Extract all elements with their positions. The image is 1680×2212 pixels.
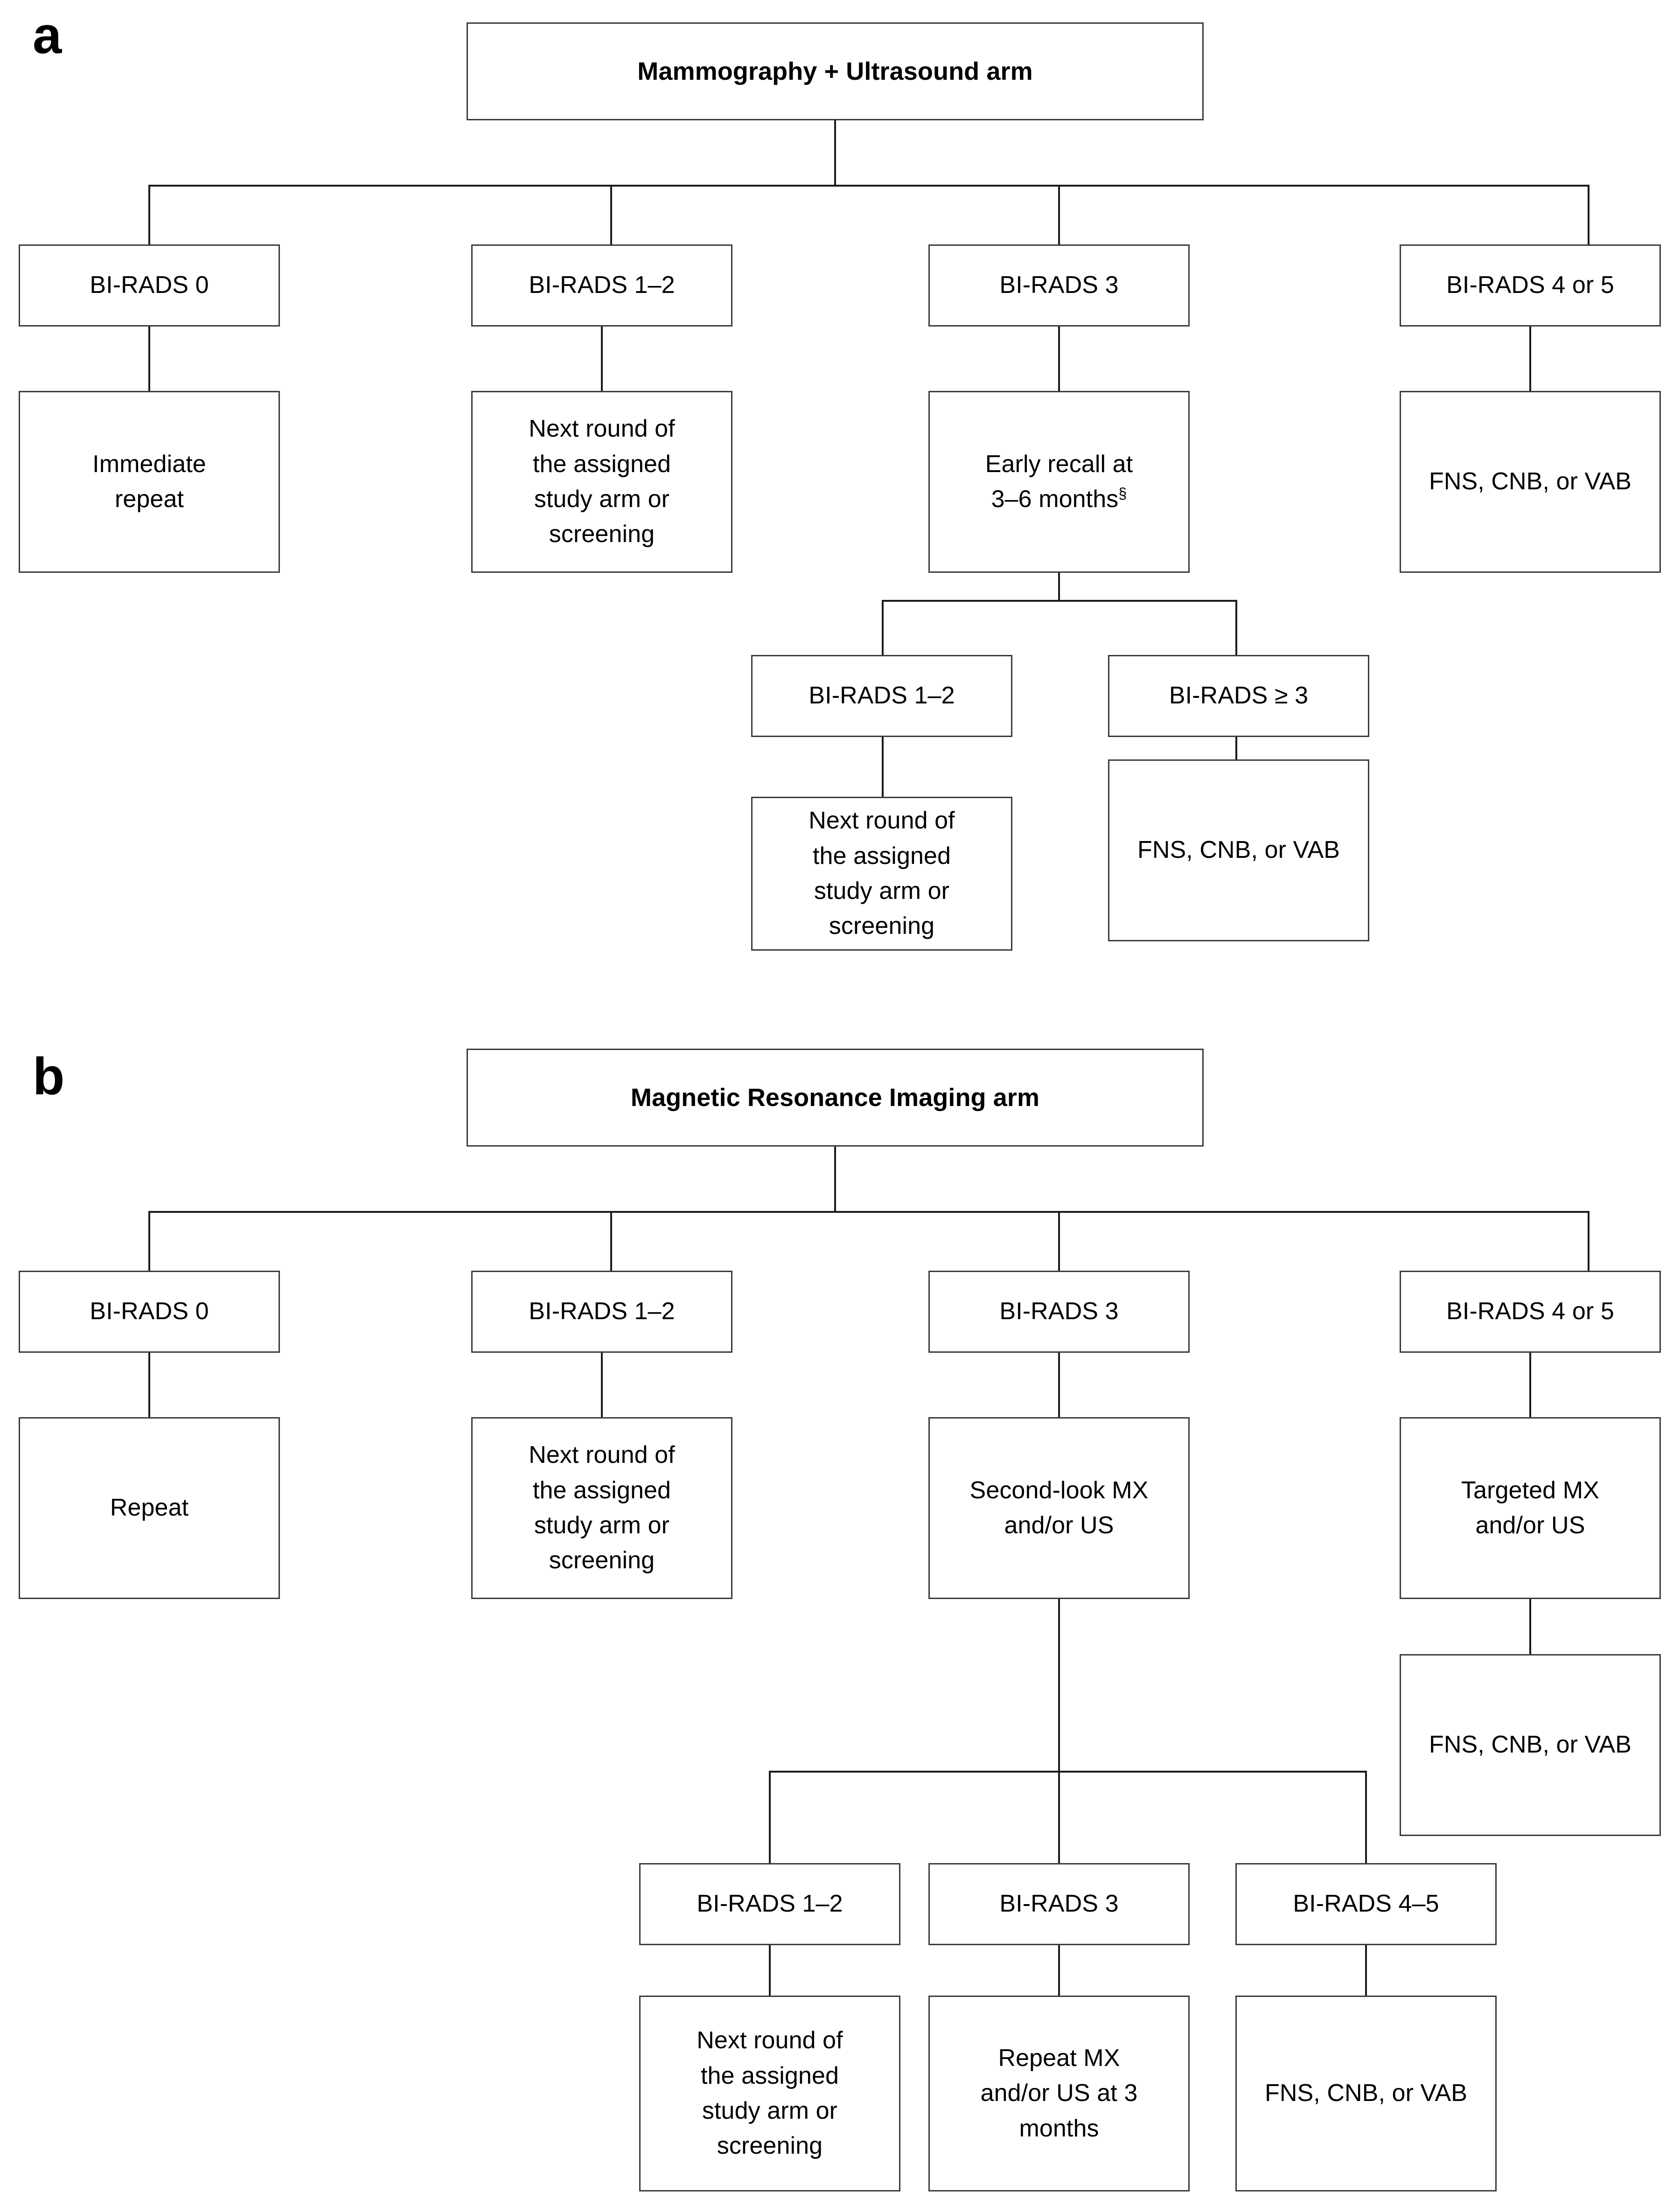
panel-b-node-birads12-action: Next round of the assigned study arm or … xyxy=(471,1417,732,1599)
connector-b-drop-4 xyxy=(1588,1211,1589,1272)
panel-a-recall-birads3plus-action-text: FNS, CNB, or VAB xyxy=(1137,836,1340,864)
connector-b-sl-drop-2 xyxy=(1058,1771,1060,1864)
panel-b-second-look-text: Second-look MX and/or US xyxy=(969,1476,1149,1539)
panel-b-sl-birads45-action-text: FNS, CNB, or VAB xyxy=(1264,2080,1468,2107)
panel-a-node-birads45-action: FNS, CNB, or VAB xyxy=(1400,391,1661,573)
panel-a-node-birads45: BI-RADS 4 or 5 xyxy=(1400,244,1661,327)
panel-b-node-sl-birads45-action: FNS, CNB, or VAB xyxy=(1235,1996,1497,2191)
panel-a-node-early-recall: Early recall at 3–6 months§ xyxy=(928,391,1190,573)
panel-a-title-box: Mammography + Ultrasound arm xyxy=(467,22,1204,120)
connector-a-birads3-action xyxy=(1058,327,1060,392)
connector-b-drop-1 xyxy=(148,1211,150,1272)
connector-b-drop-2 xyxy=(610,1211,612,1272)
connector-a-birads0-action xyxy=(148,327,150,392)
panel-b-birads45-biopsy-text: FNS, CNB, or VAB xyxy=(1429,1731,1632,1759)
connector-a-drop-2 xyxy=(610,185,612,245)
panel-b-node-sl-birads3-action: Repeat MX and/or US at 3 months xyxy=(928,1996,1190,2191)
connector-a-drop-3 xyxy=(1058,185,1060,245)
panel-b-sl-birads3-text: BI-RADS 3 xyxy=(999,1890,1119,1918)
connector-a-recall-bus xyxy=(883,600,1237,602)
panel-b-targeted-text: Targeted MX and/or US xyxy=(1461,1476,1599,1539)
connector-b-sl3-action xyxy=(1058,1945,1060,1996)
panel-b-node-birads45-biopsy: FNS, CNB, or VAB xyxy=(1400,1654,1661,1836)
panel-b-node-sl-birads3: BI-RADS 3 xyxy=(928,1863,1190,1945)
connector-a-birads12-action xyxy=(601,327,603,392)
connector-a-recall-drop-2 xyxy=(1235,600,1237,656)
connector-b-sl45-action xyxy=(1365,1945,1367,1996)
panel-a-birads3-text: BI-RADS 3 xyxy=(999,271,1119,299)
connector-b-secondlook-bus xyxy=(770,1771,1367,1773)
panel-b-sl-birads12-action-text: Next round of the assigned study arm or … xyxy=(697,2027,843,2160)
early-recall-line2: 3–6 months xyxy=(991,486,1119,513)
panel-a-early-recall-text: Early recall at 3–6 months§ xyxy=(978,447,1141,517)
panel-b-node-sl-birads45: BI-RADS 4–5 xyxy=(1235,1863,1497,1945)
panel-b-node-birads0-action: Repeat xyxy=(19,1417,280,1599)
panel-b-birads0-action-text: Repeat xyxy=(110,1494,189,1522)
panel-letter-a: a xyxy=(33,6,62,64)
connector-b-bus xyxy=(149,1211,1589,1213)
panel-a-birads0-action-text: Immediate repeat xyxy=(92,450,206,513)
panel-a-birads0-text: BI-RADS 0 xyxy=(90,271,209,299)
connector-a-drop-4 xyxy=(1588,185,1589,245)
panel-b-title-text: Magnetic Resonance Imaging arm xyxy=(630,1083,1040,1112)
connector-b-secondlook-stem xyxy=(1058,1599,1060,1772)
panel-b-node-targeted: Targeted MX and/or US xyxy=(1400,1417,1661,1599)
connector-b-sl-drop-1 xyxy=(769,1771,771,1864)
panel-b-node-birads12: BI-RADS 1–2 xyxy=(471,1271,732,1353)
panel-a-title-text: Mammography + Ultrasound arm xyxy=(637,57,1033,85)
panel-b-sl-birads12-text: BI-RADS 1–2 xyxy=(697,1890,843,1918)
panel-letter-b: b xyxy=(33,1047,65,1106)
panel-b-birads3-text: BI-RADS 3 xyxy=(999,1298,1119,1325)
panel-b-node-sl-birads12-action: Next round of the assigned study arm or … xyxy=(639,1996,900,2191)
panel-b-birads45-text: BI-RADS 4 or 5 xyxy=(1446,1298,1614,1325)
connector-a-recall-drop-1 xyxy=(882,600,884,656)
panel-b-birads12-action-text: Next round of the assigned study arm or … xyxy=(529,1441,675,1574)
panel-a-node-recall-birads3plus-action: FNS, CNB, or VAB xyxy=(1108,759,1369,941)
panel-a-birads45-text: BI-RADS 4 or 5 xyxy=(1446,271,1614,299)
early-recall-footnote-marker: § xyxy=(1118,485,1127,502)
panel-b-birads0-text: BI-RADS 0 xyxy=(90,1298,209,1325)
panel-b-node-sl-birads12: BI-RADS 1–2 xyxy=(639,1863,900,1945)
connector-a-recall12-action xyxy=(882,737,884,798)
connector-a-recall-stem xyxy=(1058,573,1060,601)
connector-b-birads12-action xyxy=(601,1353,603,1418)
panel-a-node-recall-birads12: BI-RADS 1–2 xyxy=(751,655,1012,737)
panel-a-node-recall-birads3plus: BI-RADS ≥ 3 xyxy=(1108,655,1369,737)
panel-a-recall-birads3plus-text: BI-RADS ≥ 3 xyxy=(1169,682,1309,710)
panel-b-sl-birads3-action-text: Repeat MX and/or US at 3 months xyxy=(980,2044,1138,2142)
connector-b-sl-drop-3 xyxy=(1365,1771,1367,1864)
connector-a-drop-1 xyxy=(148,185,150,245)
panel-a-recall-birads12-text: BI-RADS 1–2 xyxy=(809,682,955,710)
panel-a-node-birads12-action: Next round of the assigned study arm or … xyxy=(471,391,732,573)
early-recall-line1: Early recall at xyxy=(985,450,1133,478)
panel-b-node-birads0: BI-RADS 0 xyxy=(19,1271,280,1353)
connector-a-bus xyxy=(149,185,1589,187)
connector-b-birads3-action xyxy=(1058,1353,1060,1418)
connector-a-birads45-action xyxy=(1529,327,1531,392)
connector-a-trunk xyxy=(834,120,836,186)
connector-b-targeted-biopsy xyxy=(1529,1599,1531,1655)
panel-b-title-box: Magnetic Resonance Imaging arm xyxy=(467,1049,1204,1147)
panel-b-sl-birads45-text: BI-RADS 4–5 xyxy=(1293,1890,1439,1918)
panel-a-node-birads0: BI-RADS 0 xyxy=(19,244,280,327)
connector-b-birads0-action xyxy=(148,1353,150,1418)
panel-a-node-birads12: BI-RADS 1–2 xyxy=(471,244,732,327)
panel-a-birads12-action-text: Next round of the assigned study arm or … xyxy=(529,415,675,548)
panel-a-node-birads3: BI-RADS 3 xyxy=(928,244,1190,327)
connector-b-drop-3 xyxy=(1058,1211,1060,1272)
panel-a-recall-birads12-action-text: Next round of the assigned study arm or … xyxy=(809,807,955,940)
connector-b-sl12-action xyxy=(769,1945,771,1996)
panel-b-birads12-text: BI-RADS 1–2 xyxy=(529,1298,675,1325)
panel-b-node-birads45: BI-RADS 4 or 5 xyxy=(1400,1271,1661,1353)
panel-a-node-recall-birads12-action: Next round of the assigned study arm or … xyxy=(751,797,1012,951)
connector-b-trunk xyxy=(834,1147,836,1212)
panel-b-node-second-look: Second-look MX and/or US xyxy=(928,1417,1190,1599)
panel-a-node-birads0-action: Immediate repeat xyxy=(19,391,280,573)
panel-a-birads12-text: BI-RADS 1–2 xyxy=(529,271,675,299)
connector-b-birads45-action xyxy=(1529,1353,1531,1418)
panel-a-birads45-action-text: FNS, CNB, or VAB xyxy=(1429,468,1632,495)
panel-b-node-birads3: BI-RADS 3 xyxy=(928,1271,1190,1353)
